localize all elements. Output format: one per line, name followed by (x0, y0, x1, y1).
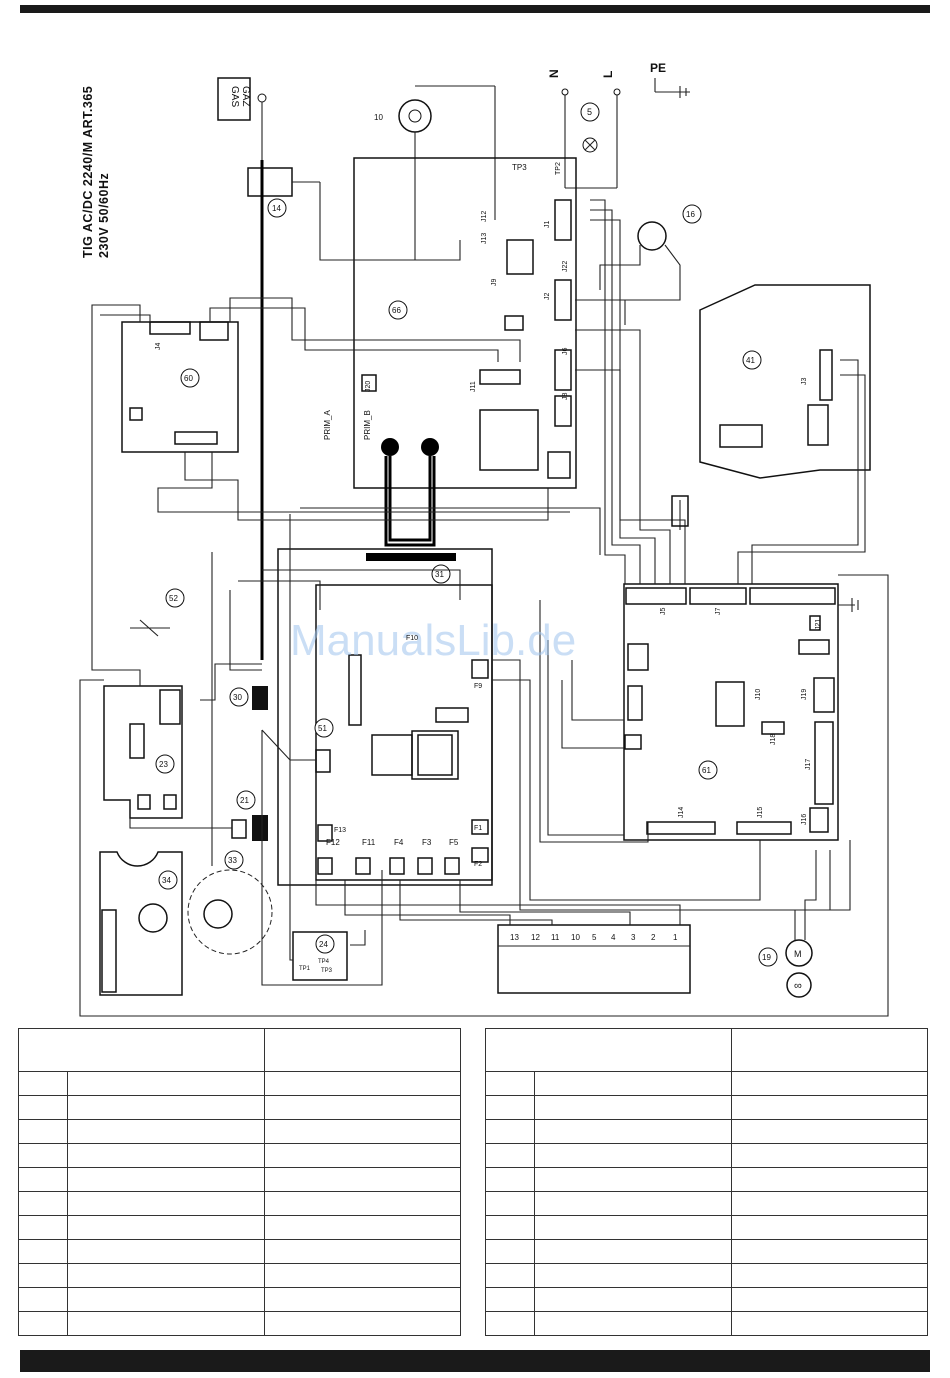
terminal-4: 4 (611, 933, 616, 942)
table-row (485, 1095, 928, 1120)
table-row (18, 1119, 461, 1144)
board-66: 66 PRIM_A PRIM_B TP3 (323, 157, 577, 489)
switch-52: 52 (130, 588, 185, 637)
terminal-13: 13 (510, 933, 519, 942)
wiring-diagram: TIG AC/DC 2240/M ART.365 230V 50/60Hz GA… (79, 61, 889, 1017)
gas-valve-14: 14 (247, 160, 320, 660)
table-row (18, 1191, 461, 1216)
board-41: 41 (699, 284, 871, 479)
prim-a-label: PRIM_A (323, 410, 332, 440)
terminal-12: 12 (531, 933, 540, 942)
board-34: 34 (99, 851, 183, 996)
fuse-f12: F12 (326, 838, 340, 847)
ref-24: 24 (319, 940, 328, 949)
terminal-2: 2 (651, 933, 656, 942)
terminal-strip: 13 12 11 10 5 4 3 2 1 (497, 924, 691, 994)
fan-10: 10 (374, 85, 496, 260)
svg-text:M: M (794, 949, 802, 959)
fuse-f3: F3 (422, 838, 432, 847)
ref-52: 52 (169, 594, 178, 603)
ref-23: 23 (159, 760, 168, 769)
table-row (485, 1191, 928, 1216)
table-row (18, 1215, 461, 1240)
fuse-f4: F4 (394, 838, 404, 847)
mains-input: N L PE 5 (547, 61, 690, 189)
board-23: 23 (103, 685, 183, 819)
legend-left-header (18, 1028, 461, 1072)
ref-66: 66 (392, 306, 401, 315)
ref-10: 10 (374, 113, 383, 122)
bottom-border-bar (20, 1350, 930, 1372)
prim-b-label: PRIM_B (363, 410, 372, 440)
table-row (18, 1095, 461, 1120)
control-board-61: 61 (623, 583, 839, 841)
table-row (485, 1119, 928, 1144)
table-row (18, 1263, 461, 1288)
terminal-10: 10 (571, 933, 580, 942)
ref-34: 34 (162, 876, 171, 885)
motor-19: M ∞ 19 (758, 850, 831, 998)
board-24: 24 TP4 TP1 TP3 (292, 931, 348, 981)
fuse-f11: F11 (362, 838, 376, 847)
ref-61: 61 (702, 766, 711, 775)
torch-socket-33: 33 (187, 850, 273, 955)
table-row (485, 1239, 928, 1264)
tp3-label-24: TP3 (321, 968, 333, 974)
diagram-title: TIG AC/DC 2240/M ART.365 230V 50/60Hz (81, 86, 111, 258)
ref-31: 31 (435, 570, 444, 579)
gas-label-bottom: GAZ (240, 86, 251, 107)
title-line-1: TIG AC/DC 2240/M ART.365 (81, 86, 95, 258)
table-row (18, 1311, 461, 1336)
ref-16: 16 (686, 210, 695, 219)
mains-neutral: N (547, 69, 561, 78)
terminal-5: 5 (592, 933, 597, 942)
watermark: ManualsLib.de (290, 616, 576, 665)
power-board-31: 31 51 F12 F11 F4 F3 F5 (277, 548, 493, 886)
tp3-label: TP3 (512, 163, 527, 172)
ref-33: 33 (228, 856, 237, 865)
mains-line: L (601, 71, 615, 78)
ref-14: 14 (272, 204, 281, 213)
ref-21: 21 (240, 796, 249, 805)
board-60: 60 (121, 321, 239, 453)
sensor-16: 16 (599, 204, 702, 301)
table-row (485, 1143, 928, 1168)
table-row (485, 1287, 928, 1312)
title-line-2: 230V 50/60Hz (97, 173, 111, 258)
table-row (485, 1071, 928, 1096)
sensor-21: 21 (231, 790, 268, 841)
top-border-bar (20, 5, 930, 13)
ref-51: 51 (318, 724, 327, 733)
ref-41: 41 (746, 356, 755, 365)
legend-table-left (18, 1028, 461, 1336)
table-row (485, 1311, 928, 1336)
table-row (18, 1239, 461, 1264)
fuse-f5: F5 (449, 838, 459, 847)
ref-60: 60 (184, 374, 193, 383)
tp4-label: TP4 (318, 959, 330, 965)
mains-earth: PE (650, 61, 666, 75)
tp1-label: TP1 (299, 966, 311, 972)
table-row (18, 1071, 461, 1096)
table-row (18, 1167, 461, 1192)
legend-right-header (485, 1028, 928, 1072)
table-row (18, 1287, 461, 1312)
ref-5: 5 (587, 107, 592, 117)
ref-30: 30 (233, 693, 242, 702)
table-row (485, 1263, 928, 1288)
terminal-3: 3 (631, 933, 636, 942)
terminal-1: 1 (673, 933, 678, 942)
table-row (18, 1143, 461, 1168)
table-row (485, 1215, 928, 1240)
ref-19: 19 (762, 953, 771, 962)
choke-30: 30 (229, 686, 268, 710)
wiring-harness (79, 182, 889, 1017)
legend-table-right (485, 1028, 928, 1336)
terminal-11: 11 (551, 933, 560, 942)
gas-inlet: GAS GAZ (217, 77, 267, 160)
table-row (485, 1167, 928, 1192)
svg-text:∞: ∞ (794, 980, 802, 992)
gas-label-top: GAS (229, 86, 240, 107)
